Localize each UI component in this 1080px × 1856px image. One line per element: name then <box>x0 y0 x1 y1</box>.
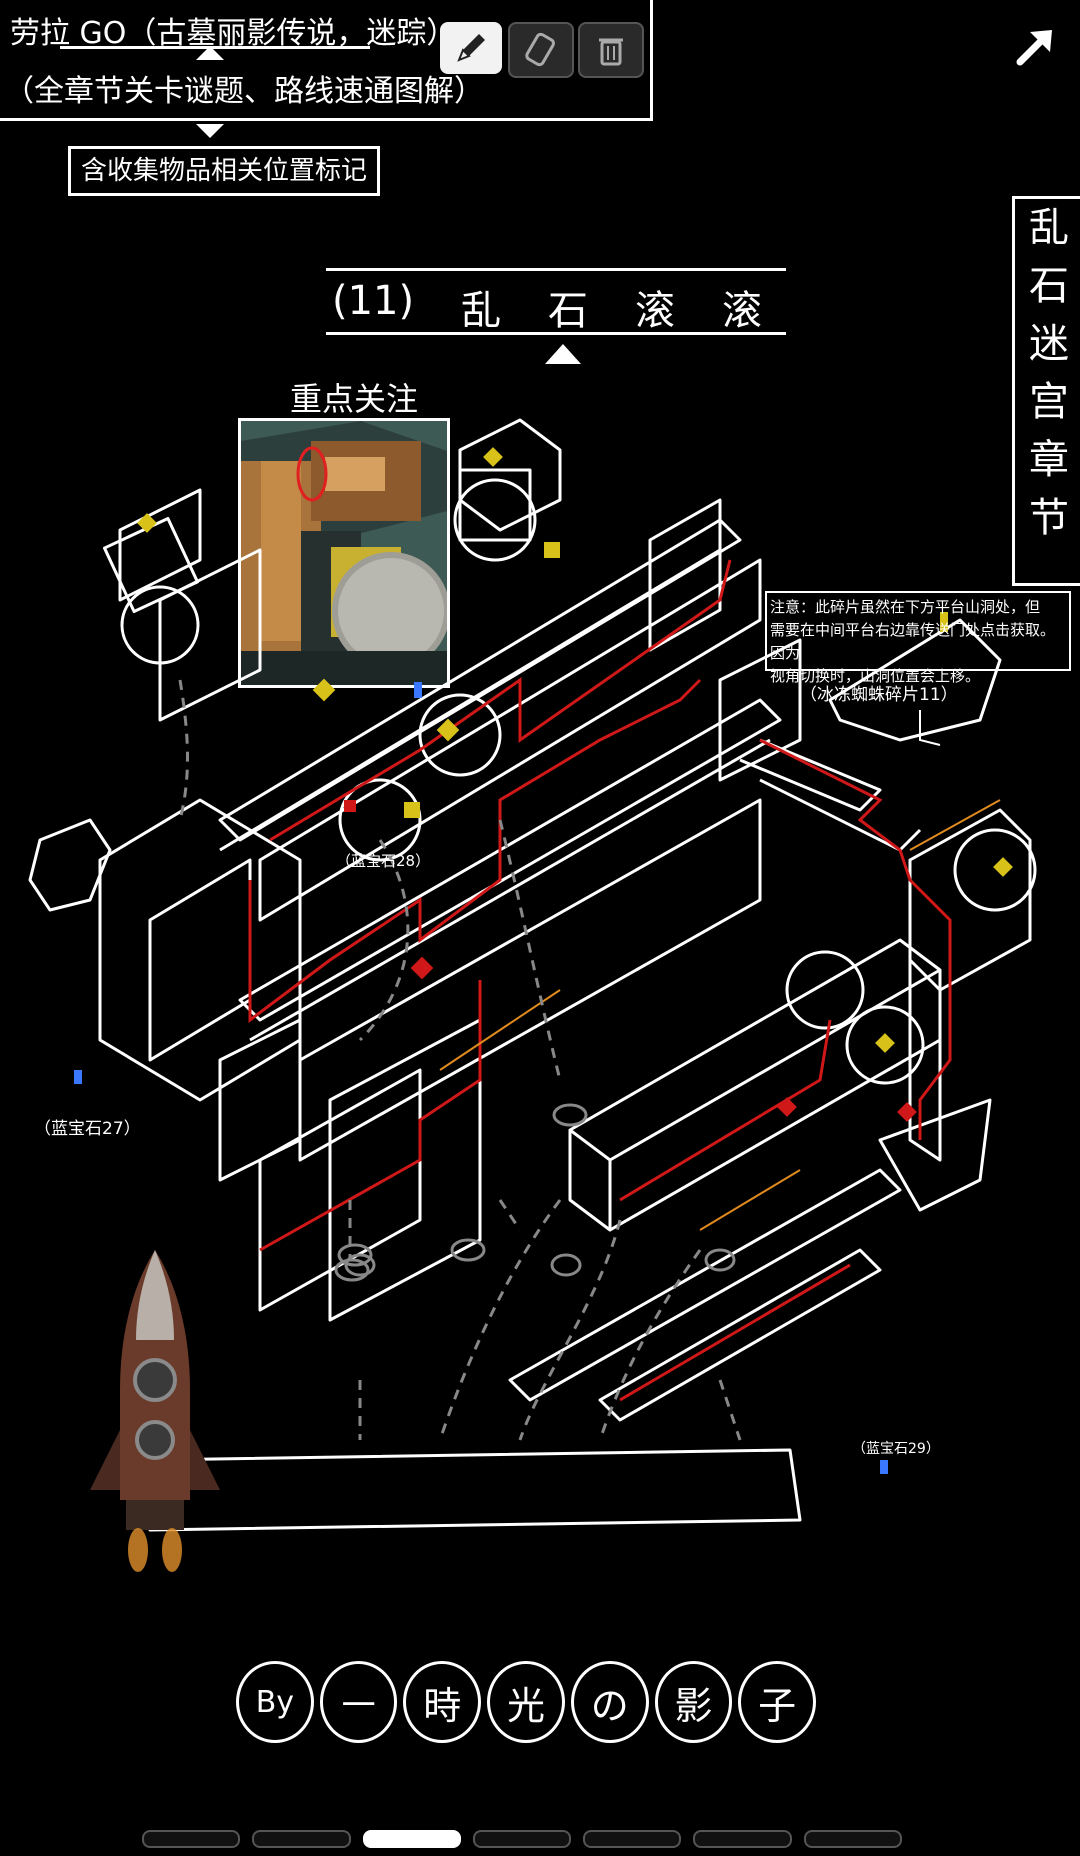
focus-inset-scene <box>241 421 447 685</box>
guide-title: 劳拉 GO（古墓丽影传说，迷踪） <box>10 16 457 51</box>
note-line: 视角切换时，山洞位置会上移。 <box>770 667 981 685</box>
focus-label: 重点关注 <box>290 380 419 418</box>
fragment-label: （冰冻蜘蛛碎片11） <box>800 685 958 705</box>
chapter-char: 乱 <box>1029 205 1069 251</box>
pencil-icon <box>457 34 485 62</box>
level-title-rule-bottom <box>326 332 786 335</box>
level-title-char: 滚 <box>721 288 762 334</box>
chapter-char: 迷 <box>1029 321 1069 367</box>
note-line: 需要在中间平台右边靠传送门处点击获取。因为 <box>770 621 1056 662</box>
chapter-char: 石 <box>1029 263 1069 309</box>
trash-icon <box>599 38 623 66</box>
signature-char: の <box>570 1661 649 1743</box>
signature-char: 光 <box>487 1661 565 1743</box>
gem-28-label: （蓝宝石28） <box>336 852 431 870</box>
expand-button[interactable] <box>1012 22 1060 74</box>
signature-char: By <box>236 1661 314 1743</box>
page-dot[interactable] <box>693 1830 792 1848</box>
gem-27-label: （蓝宝石27） <box>34 1119 141 1139</box>
focus-inset-image <box>238 418 450 688</box>
signature-char: 影 <box>654 1661 733 1743</box>
chapter-char: 宫 <box>1029 379 1069 425</box>
signature-char: 一 <box>319 1661 398 1743</box>
up-triangle-icon <box>545 344 581 364</box>
page-dot[interactable] <box>252 1830 351 1848</box>
fragment-note: 注意：此碎片虽然在下方平台山洞处，但 需要在中间平台右边靠传送门处点击获取。因为… <box>770 596 1068 688</box>
chapter-char: 章 <box>1029 437 1069 483</box>
down-triangle-icon <box>196 124 224 138</box>
signature-char: 時 <box>403 1661 482 1743</box>
pencil-tool-button[interactable] <box>440 22 502 74</box>
rocket-icon <box>90 1250 220 1572</box>
page-indicator <box>142 1830 902 1848</box>
level-number: (11) <box>332 278 415 324</box>
level-title: (11) 乱 石 滚 滚 <box>332 278 762 336</box>
guide-subtitle: （全章节关卡谜题、路线速通图解） <box>4 74 484 109</box>
title-box <box>0 0 653 121</box>
level-title-char: 乱 <box>461 288 502 334</box>
expand-arrow-icon <box>1016 30 1052 66</box>
chapter-char: 节 <box>1029 495 1069 541</box>
note-line: 注意：此碎片虽然在下方平台山洞处，但 <box>770 598 1041 616</box>
page-dot-active[interactable] <box>362 1830 461 1848</box>
page-dot[interactable] <box>472 1830 572 1848</box>
signature: By 一 時 光 の 影 子 <box>236 1660 817 1744</box>
page-dot[interactable] <box>583 1830 682 1848</box>
page-dot[interactable] <box>803 1830 902 1848</box>
eraser-icon <box>525 32 555 67</box>
gem-29-label: （蓝宝石29） <box>852 1441 940 1457</box>
collectible-note: 含收集物品相关位置标记 <box>68 146 380 196</box>
level-map-diagram <box>28 418 1071 1532</box>
chapter-label-box: 乱 石 迷 宫 章 节 <box>1012 196 1080 586</box>
trash-tool-button[interactable] <box>578 22 644 78</box>
level-title-char: 滚 <box>635 288 676 334</box>
eraser-tool-button[interactable] <box>508 22 574 78</box>
up-triangle-icon <box>196 46 224 60</box>
signature-char: 子 <box>738 1661 817 1743</box>
level-title-rule-top <box>326 268 786 271</box>
level-title-char: 石 <box>548 288 589 334</box>
page-dot[interactable] <box>142 1830 241 1848</box>
